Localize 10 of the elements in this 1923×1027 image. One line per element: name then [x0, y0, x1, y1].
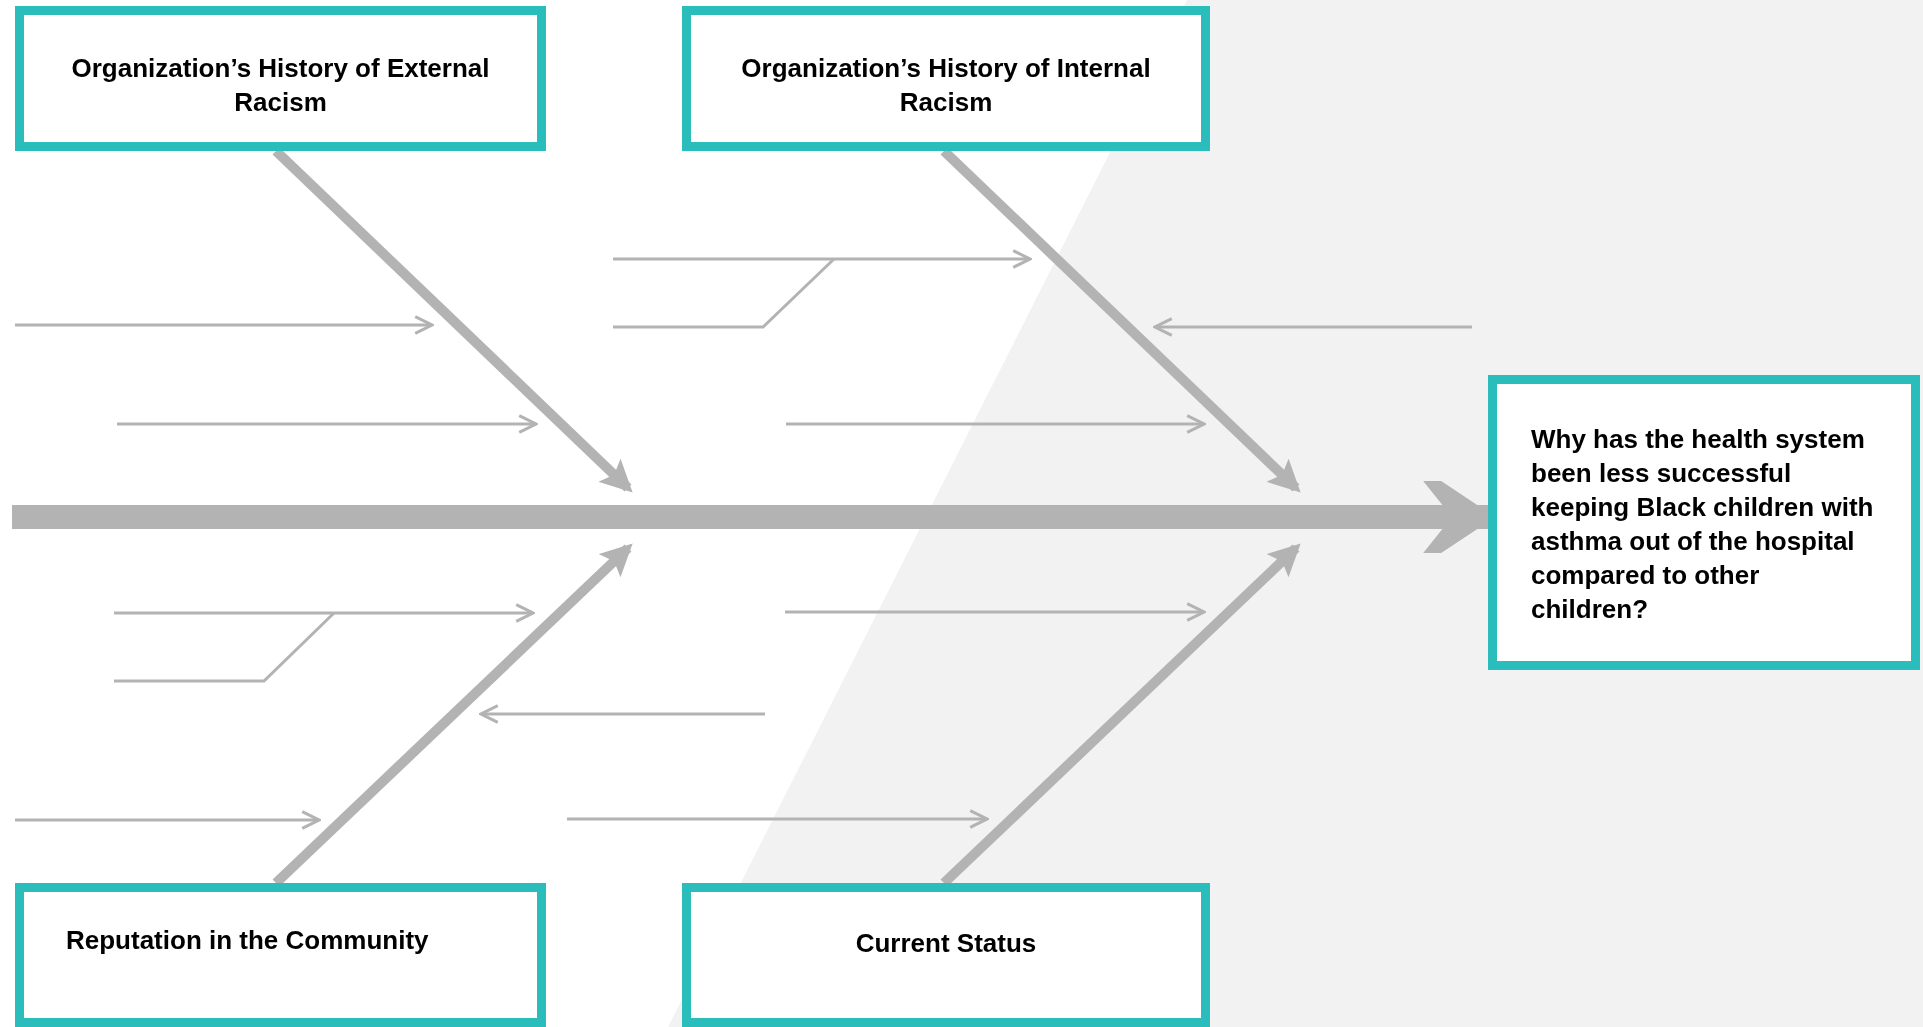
category-label: Organization’s History of Internal Racism	[740, 52, 1152, 119]
category-box	[682, 883, 1210, 1027]
category-label: Organization’s History of External Racism	[70, 52, 491, 119]
problem-box	[1488, 375, 1920, 670]
category-box	[15, 883, 546, 1027]
category-box	[682, 6, 1210, 151]
category-label: Current Status	[855, 927, 1037, 960]
problem-statement: Why has the health system been less successful keeping Black children with asthma out of the hospital compared to other children?	[1531, 423, 1875, 626]
category-label: Reputation in the Community	[66, 924, 429, 957]
category-box	[15, 6, 546, 151]
